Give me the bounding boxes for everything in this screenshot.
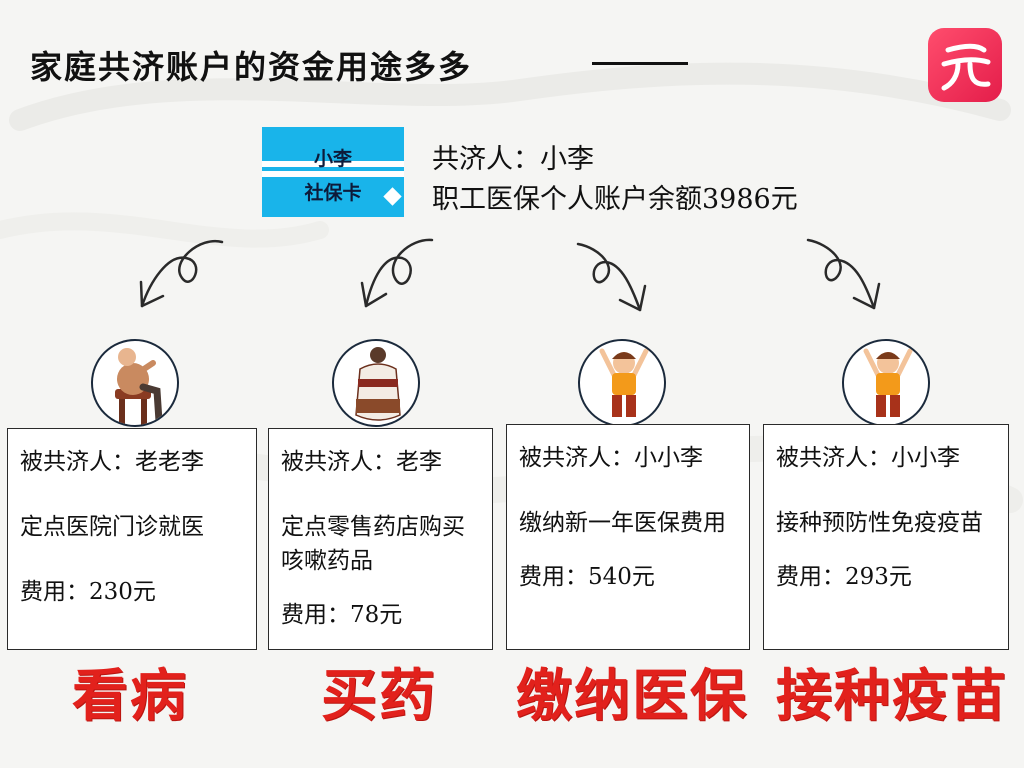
arrow-head-2 — [360, 281, 388, 308]
card-stripe — [262, 161, 404, 167]
use-description: 缴纳新一年医保费用 — [519, 510, 726, 536]
arrow-to-use-1 — [140, 239, 224, 308]
arrow-to-use-4 — [806, 238, 876, 310]
social-security-card: 小李 社保卡 — [262, 127, 404, 217]
use-cost: 费用：230元 — [20, 579, 156, 605]
use-card-3: 被共济人：小小李 缴纳新一年医保费用 费用：540元 — [506, 424, 750, 650]
use-cost: 费用：78元 — [281, 602, 403, 628]
brand-logo — [928, 28, 1002, 102]
tag-pay-insurance: 缴纳医保 — [516, 663, 748, 729]
tag-vaccination: 接种疫苗 — [776, 663, 1008, 729]
use-description: 接种预防性免疫疫苗 — [776, 510, 983, 536]
account-info: 共济人：小李 职工医保个人账户余额3986元 — [432, 140, 798, 220]
child-stretching-icon — [863, 348, 913, 417]
use-cost: 费用：293元 — [776, 564, 912, 590]
page-title: 家庭共济账户的资金用途多多 — [30, 48, 473, 86]
card-type-label: 社保卡 — [304, 182, 362, 204]
child-stretching-icon — [599, 348, 649, 417]
use-card-1: 被共济人：老老李 定点医院门诊就医 费用：230元 — [7, 428, 257, 650]
card-stripe — [262, 171, 404, 177]
account-balance: 职工医保个人账户余额3986元 — [432, 184, 798, 215]
use-description: 定点医院门诊就医 — [20, 514, 204, 540]
middle-aged-man-back-icon — [355, 347, 401, 421]
tag-see-doctor: 看病 — [72, 663, 188, 729]
avatar-middle-aged-man — [332, 339, 420, 427]
beneficiary-label: 被共济人：小小李 — [519, 445, 703, 471]
use-description: 定点零售药店购买咳嗽药品 — [281, 514, 465, 574]
elderly-man-in-chair-icon — [115, 348, 163, 425]
avatar-elderly-man — [91, 339, 179, 427]
use-cost: 费用：540元 — [519, 564, 655, 590]
brand-logo-icon — [941, 43, 991, 91]
use-card-4: 被共济人：小小李 接种预防性免疫疫苗 费用：293元 — [763, 424, 1009, 650]
arrow-head-4 — [852, 282, 881, 310]
arrow-to-use-2 — [364, 238, 434, 308]
title-dash-rule — [592, 62, 688, 65]
beneficiary-label: 被共济人：老老李 — [20, 449, 204, 475]
arrow-to-use-3 — [576, 242, 642, 312]
use-card-2: 被共济人：老李 定点零售药店购买咳嗽药品 费用：78元 — [268, 428, 493, 650]
beneficiary-label: 被共济人：老李 — [281, 449, 442, 475]
beneficiary-label: 被共济人：小小李 — [776, 445, 960, 471]
avatar-child-1 — [578, 339, 666, 427]
arrow-head-1 — [139, 280, 165, 308]
card-owner-name: 小李 — [313, 148, 352, 170]
avatar-child-2 — [842, 339, 930, 427]
tag-buy-medicine: 买药 — [321, 663, 437, 729]
arrow-head-3 — [618, 284, 647, 312]
account-holder: 共济人：小李 — [432, 144, 594, 175]
